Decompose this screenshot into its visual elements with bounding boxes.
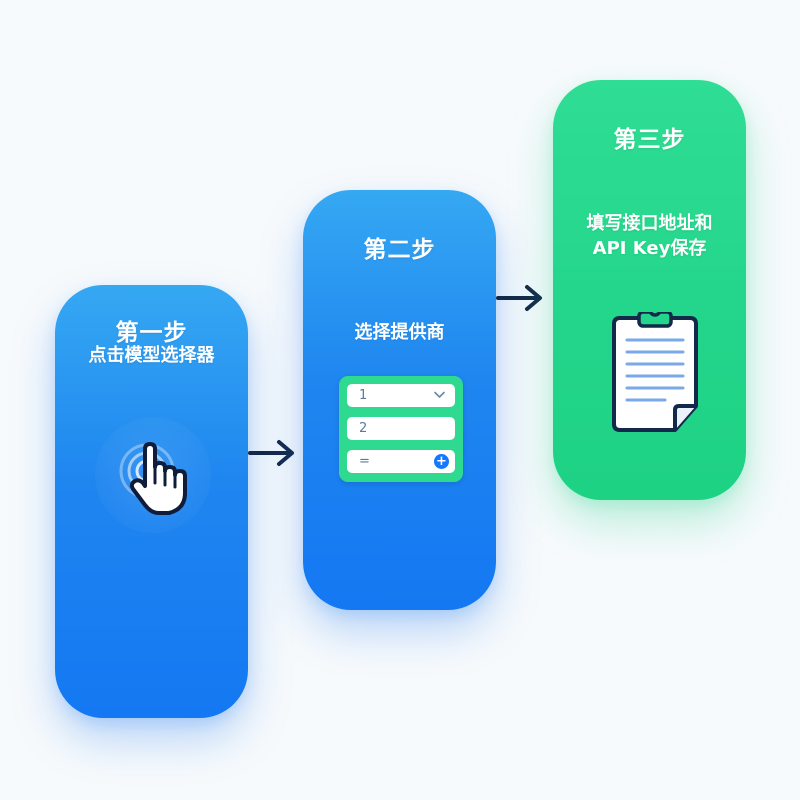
- step-card-1: 第一步 点击模型选择器: [55, 285, 248, 718]
- step-2-title: 第二步: [363, 237, 436, 263]
- step-card-2: 第二步 选择提供商 1 2 = +: [303, 190, 496, 610]
- list-item-value: 1: [359, 388, 368, 403]
- plus-icon: +: [434, 454, 449, 469]
- step-card-3: 第三步 填写接口地址和 API Key保存: [553, 80, 746, 500]
- step-1-desc: 点击模型选择器: [88, 345, 215, 366]
- list-item-value: =: [359, 454, 370, 469]
- step-3-title: 第三步: [613, 127, 686, 153]
- arrow-right-icon: [248, 440, 294, 466]
- step-1-title: 第一步: [115, 320, 188, 346]
- touch-icon: [95, 417, 211, 533]
- step-3-desc: 填写接口地址和 API Key保存: [553, 211, 746, 261]
- dropdown-list-icon: 1 2 = +: [339, 376, 463, 482]
- step-3-desc-line2: API Key保存: [592, 238, 707, 259]
- list-item-value: 2: [359, 421, 368, 436]
- list-item: 2: [347, 417, 455, 440]
- list-item: = +: [347, 450, 455, 473]
- chevron-down-icon: [434, 391, 445, 398]
- list-item: 1: [347, 384, 455, 407]
- arrow-right-icon: [496, 285, 542, 311]
- clipboard-icon: [609, 303, 701, 437]
- step-3-desc-line1: 填写接口地址和: [586, 213, 713, 234]
- step-2-desc: 选择提供商: [354, 322, 445, 343]
